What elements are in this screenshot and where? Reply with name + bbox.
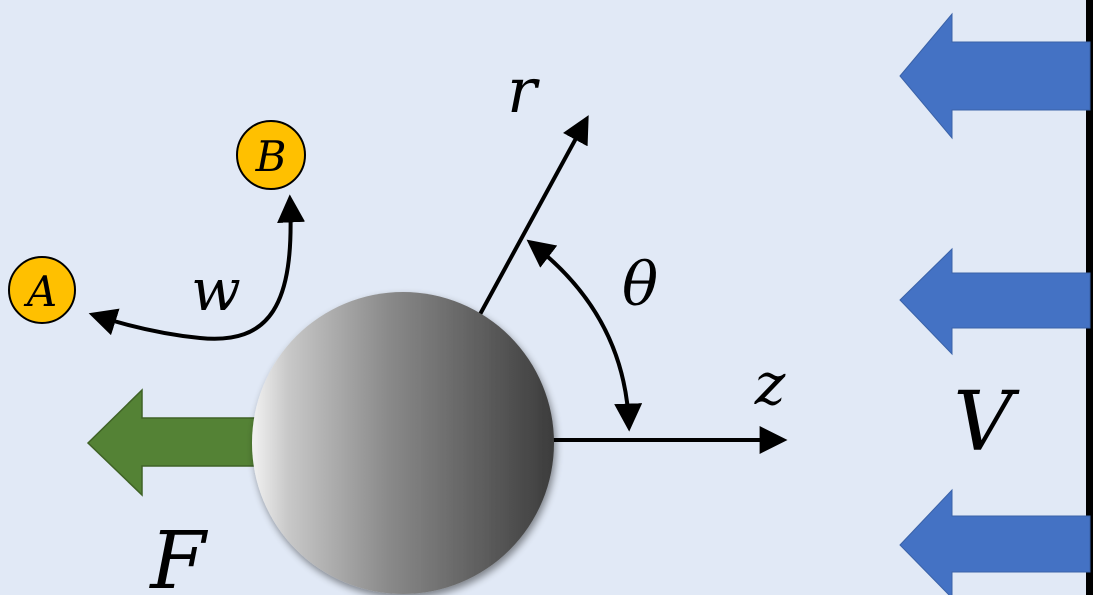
- point-a-marker: [8, 256, 76, 324]
- r-label: r: [507, 54, 540, 127]
- w-label: w: [191, 256, 241, 324]
- flow-arrow-bottom: [899, 488, 1091, 595]
- sphere: [252, 292, 554, 594]
- r-axis-arrow: [476, 115, 589, 319]
- point-b-label: B: [255, 132, 287, 181]
- flow-arrow-top: [899, 12, 1091, 140]
- force-arrow: [86, 388, 263, 497]
- theta-label: θ: [622, 250, 658, 320]
- velocity-label: V: [953, 375, 1020, 470]
- theta-arc: [526, 239, 643, 432]
- point-a-label: A: [23, 267, 57, 316]
- flow-arrow-middle: [899, 247, 1091, 356]
- z-label: z: [754, 350, 786, 418]
- point-b-marker: [236, 120, 306, 190]
- rotation-arrow: [88, 194, 306, 341]
- force-label: F: [148, 514, 208, 595]
